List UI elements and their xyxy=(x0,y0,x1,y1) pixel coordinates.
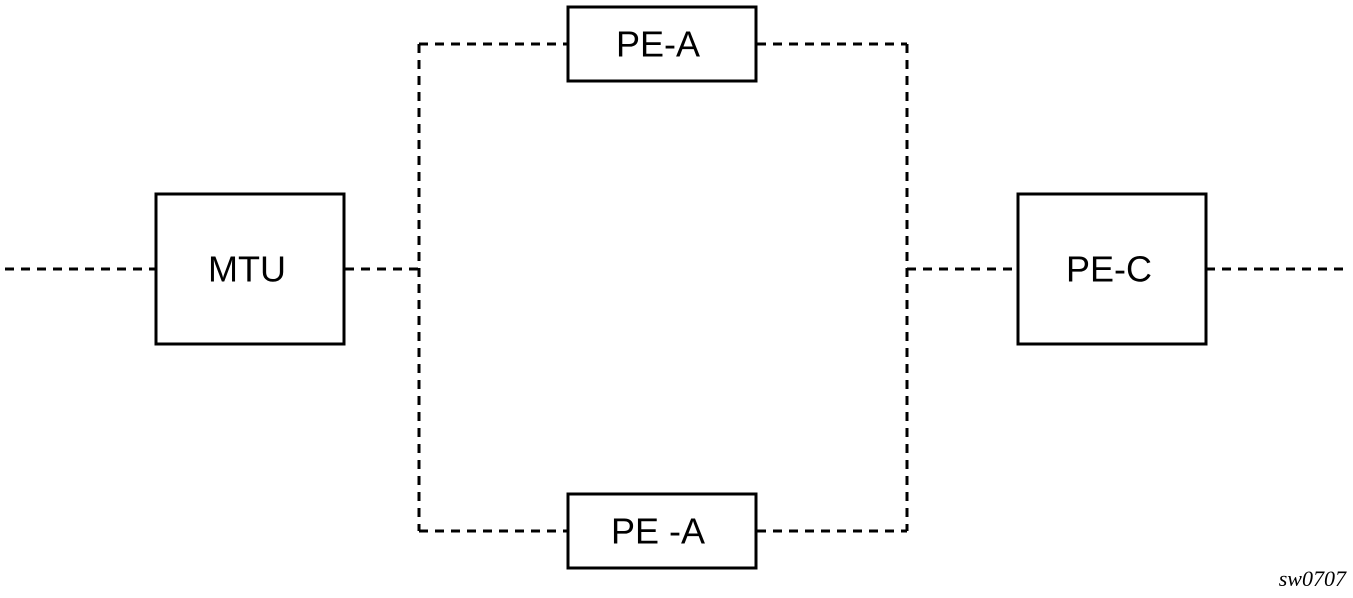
node-pe-a-bottom: PE -A xyxy=(566,492,758,570)
figure-id-label: sw0707 xyxy=(1279,566,1347,591)
node-pe-c-box xyxy=(1016,192,1208,346)
node-mtu-label: MTU xyxy=(208,249,286,290)
node-pe-a-bottom-box xyxy=(566,492,758,570)
node-mtu-box xyxy=(154,192,346,346)
node-pe-c: PE-C xyxy=(1016,192,1208,346)
node-pe-c-label: PE-C xyxy=(1066,249,1152,290)
connection-links xyxy=(5,42,1350,533)
node-pe-a-bottom-label: PE -A xyxy=(611,511,705,552)
node-mtu: MTU xyxy=(154,192,346,346)
node-pe-a-top-box xyxy=(566,5,758,83)
node-pe-a-top: PE-A xyxy=(566,5,758,83)
node-pe-a-top-label: PE-A xyxy=(616,24,700,65)
